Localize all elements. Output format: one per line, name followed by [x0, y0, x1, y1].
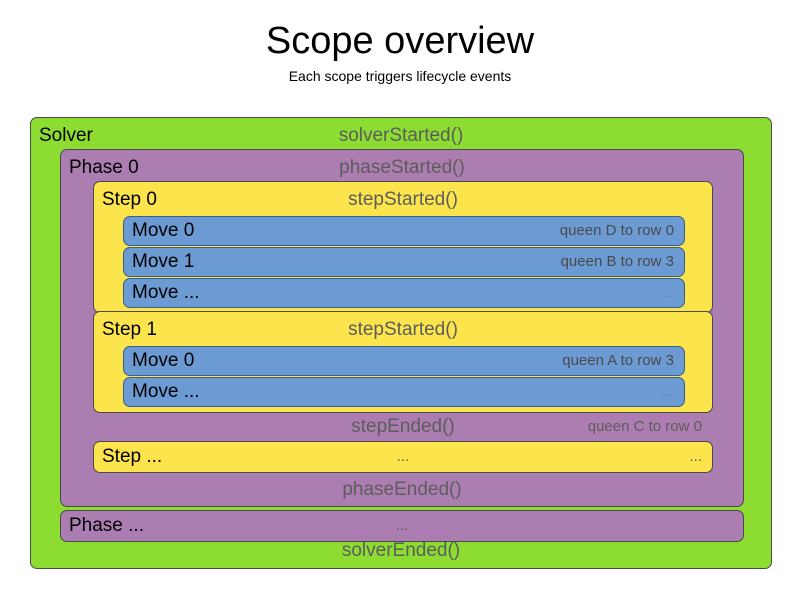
- move-detail: queen A to row 3: [562, 352, 674, 369]
- solver-ended-row: solverEnded(): [31, 536, 771, 566]
- move-label: Move ...: [132, 381, 200, 402]
- phase-more-scope[interactable]: Phase ... ...: [60, 510, 744, 542]
- move-detail: queen B to row 3: [560, 253, 674, 270]
- step-0-started-event: stepStarted(): [348, 189, 458, 210]
- phase-0-label: Phase 0: [69, 157, 139, 178]
- step-more-label: Step ...: [102, 446, 163, 467]
- step-1-ended-event: stepEnded(): [351, 416, 455, 437]
- move-item[interactable]: Move 0 queen A to row 3: [123, 346, 685, 376]
- phase-more-row: Phase ... ...: [61, 511, 743, 541]
- phase-0-ended-event: phaseEnded(): [342, 479, 462, 500]
- step-more-row: Step ... ... ...: [94, 442, 712, 472]
- step-1-label: Step 1: [102, 319, 157, 340]
- move-label: Move ...: [132, 282, 200, 303]
- solver-ended-event: solverEnded(): [341, 540, 461, 561]
- page-subtitle: Each scope triggers lifecycle events: [288, 67, 512, 84]
- phase-more-label: Phase ...: [69, 515, 144, 536]
- page-header: Scope overview Each scope triggers lifec…: [0, 0, 800, 84]
- step-1-ended-detail: queen C to row 0: [587, 418, 702, 435]
- move-detail: ...: [661, 284, 674, 301]
- phase-0-ended-row: phaseEnded(): [61, 475, 743, 505]
- step-1-scope[interactable]: Step 1 stepStarted() Move 0 queen A to r…: [93, 311, 713, 437]
- move-item[interactable]: Move ... ...: [123, 278, 685, 308]
- move-item[interactable]: Move ... ...: [123, 377, 685, 407]
- solver-label: Solver: [39, 125, 93, 146]
- step-more-center: ...: [396, 448, 410, 465]
- move-label: Move 1: [132, 251, 195, 272]
- step-1-started-event: stepStarted(): [348, 319, 458, 340]
- step-1-header-row: Step 1 stepStarted(): [94, 315, 712, 345]
- step-0-label: Step 0: [102, 189, 157, 210]
- page-title: Scope overview: [265, 20, 535, 62]
- step-more-right: ...: [689, 448, 702, 465]
- move-label: Move 0: [132, 220, 195, 241]
- phase-0-header-row: Phase 0 phaseStarted(): [61, 153, 743, 183]
- move-detail: ...: [661, 383, 674, 400]
- step-more-scope[interactable]: Step ... ... ...: [93, 441, 713, 473]
- move-label: Move 0: [132, 350, 195, 371]
- phase-more-center: ...: [395, 517, 409, 534]
- step-0-header-row: Step 0 stepStarted(): [94, 185, 712, 215]
- solver-started-event: solverStarted(): [338, 125, 464, 146]
- step-1-move-list: Move 0 queen A to row 3 Move ... ...: [123, 346, 685, 407]
- step-0-scope[interactable]: Step 0 stepStarted() Move 0 queen D to r…: [93, 181, 713, 337]
- move-detail: queen D to row 0: [559, 222, 674, 239]
- step-1-ended-row: stepEnded() queen C to row 0: [94, 412, 712, 442]
- move-item[interactable]: Move 1 queen B to row 3: [123, 247, 685, 277]
- solver-scope[interactable]: Solver solverStarted() Phase 0 phaseStar…: [30, 117, 772, 569]
- phase-0-started-event: phaseStarted(): [339, 157, 465, 178]
- move-item[interactable]: Move 0 queen D to row 0: [123, 216, 685, 246]
- solver-header-row: Solver solverStarted(): [31, 121, 771, 151]
- phase-0-scope[interactable]: Phase 0 phaseStarted() Step 0 stepStarte…: [60, 149, 744, 507]
- step-0-move-list: Move 0 queen D to row 0 Move 1 queen B t…: [123, 216, 685, 308]
